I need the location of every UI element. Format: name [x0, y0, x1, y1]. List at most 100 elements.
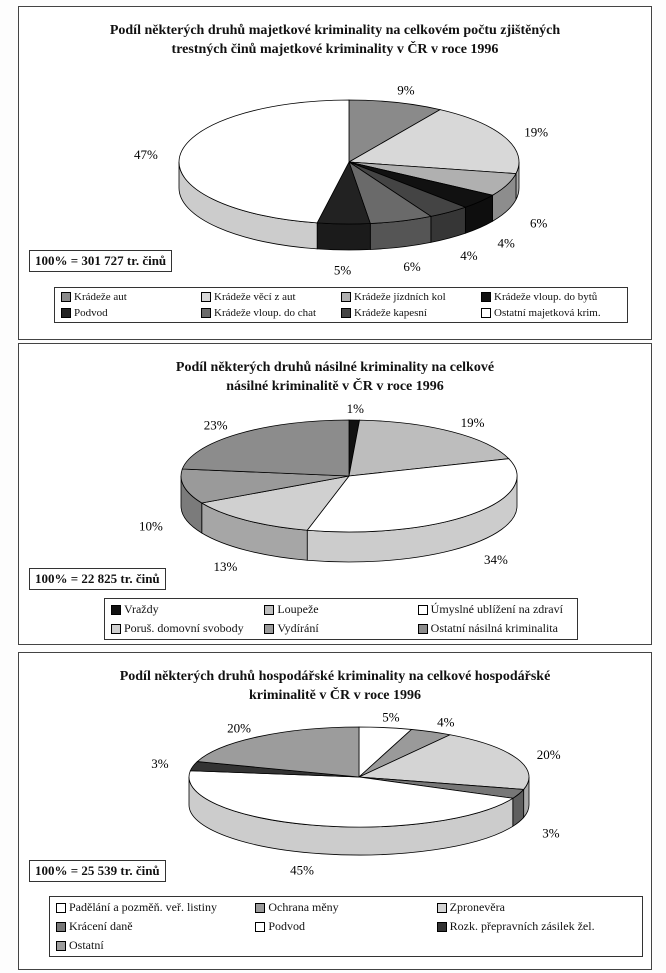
legend-item: Ochrana měny: [255, 900, 436, 915]
chart-title: Podíl některých druhů hospodářské krimin…: [119, 669, 551, 703]
legend-swatch: [56, 940, 66, 951]
legend-item: Ostatní majetková krim.: [481, 307, 621, 319]
data-label: 47%: [134, 147, 158, 162]
data-label: 20%: [537, 747, 561, 762]
pie-chart-property: 9% 19% 6% 4% 4% 6% 5% 47%: [134, 83, 548, 278]
pie-slice: [200, 475, 350, 531]
data-label: 4%: [460, 248, 478, 263]
legend-item: Vydírání: [264, 621, 417, 636]
chart-panel-violent: Podíl některých druhů násilné kriminalit…: [18, 343, 652, 645]
legend-swatch: [436, 902, 447, 913]
pie-slice-side: [316, 222, 371, 251]
legend-item: Ostatní: [56, 938, 255, 953]
pie-slice: [180, 468, 350, 504]
legend-item: Úmyslné ublížení na zdraví: [417, 602, 571, 617]
pie-slice: [347, 109, 520, 175]
legend-label: Zpronevěra: [449, 900, 505, 914]
chart-title: Podíl některých druhů násilné kriminalit…: [175, 360, 495, 394]
data-label: 19%: [524, 124, 548, 139]
legend-swatch: [56, 902, 66, 913]
pie-slice: [181, 419, 350, 477]
legend-label: Krádeže jízdních kol: [354, 291, 446, 303]
data-label: 34%: [484, 552, 508, 567]
legend-swatch: [481, 308, 491, 318]
pie-slice: [188, 770, 514, 828]
legend-label: Vraždy: [124, 602, 159, 616]
legend-item: Padělání a pozměň. veř. listiny: [56, 900, 255, 915]
legend-swatch: [255, 902, 266, 913]
total-label: 100% = 25 539 tr. činů: [29, 860, 166, 882]
chart-panel-property: Podíl některých druhů majetkové kriminal…: [18, 6, 652, 340]
legend-label: Krádeže aut: [74, 291, 127, 303]
data-label: 1%: [347, 401, 365, 416]
legend-item: Poruš. domovní svobody: [111, 621, 264, 636]
data-label: 10%: [139, 519, 163, 534]
legend: Krádeže aut Krádeže věcí z aut Krádeže jíz…: [54, 287, 628, 323]
legend-item: Vraždy: [111, 602, 264, 617]
chart-title: Podíl některých druhů majetkové kriminal…: [109, 23, 561, 57]
pie-slice: [348, 99, 442, 163]
legend-label: Ostatní majetková krim.: [494, 307, 601, 319]
legend-swatch: [111, 623, 121, 634]
legend: Padělání a pozměň. veř. listiny Ochrana m…: [49, 896, 643, 957]
legend-swatch: [417, 623, 428, 634]
legend-item: Krádeže vloup. do bytů: [481, 291, 621, 303]
legend-swatch: [436, 921, 447, 932]
legend-item: Krádeže vloup. do chat: [201, 307, 341, 319]
legend-item: Krádeže kapesní: [341, 307, 481, 319]
legend-swatch: [255, 921, 266, 932]
legend-label: Rozk. přepravních zásilek žel.: [449, 919, 595, 933]
legend-swatch: [56, 921, 66, 932]
legend-swatch: [61, 292, 71, 302]
data-label: 3%: [542, 825, 560, 840]
data-label: 23%: [204, 418, 228, 433]
legend-label: Krádeže věcí z aut: [214, 291, 296, 303]
data-label: 5%: [334, 262, 352, 277]
legend-item: Rozk. přepravních zásilek žel.: [436, 919, 636, 934]
legend-label: Loupeže: [277, 602, 319, 616]
data-label: 3%: [151, 756, 169, 771]
legend-item: Krácení daně: [56, 919, 255, 934]
data-label: 19%: [461, 415, 485, 430]
legend-label: Krádeže vloup. do bytů: [494, 291, 598, 303]
data-label: 9%: [397, 83, 415, 98]
total-label: 100% = 301 727 tr. činů: [29, 250, 173, 272]
legend-swatch: [264, 604, 275, 615]
data-label: 5%: [382, 710, 400, 725]
legend-label: Úmyslné ublížení na zdraví: [430, 602, 563, 616]
data-label: 6%: [403, 259, 421, 274]
legend-item: Ostatní násilná kriminalita: [417, 621, 571, 636]
legend-label: Krádeže kapesní: [354, 307, 427, 319]
legend-swatch: [341, 308, 351, 318]
pie-chart-violent: 1%19%34%13%10%23%: [139, 401, 518, 574]
total-label: 100% = 22 825 tr. činů: [29, 568, 166, 590]
legend-item: Krádeže jízdních kol: [341, 291, 481, 303]
data-label: 4%: [437, 715, 455, 730]
legend-swatch: [61, 308, 71, 318]
legend-item: Krádeže aut: [61, 291, 201, 303]
data-label: 4%: [498, 235, 516, 250]
pie-slice: [348, 419, 510, 477]
legend-swatch: [201, 308, 211, 318]
legend-label: Podvod: [74, 307, 108, 319]
data-label: 6%: [530, 215, 548, 230]
legend-swatch: [111, 604, 121, 615]
legend-swatch: [201, 292, 211, 302]
legend-swatch: [417, 604, 428, 615]
legend-label: Poruš. domovní svobody: [124, 621, 244, 635]
legend-swatch: [481, 292, 491, 302]
pie-slice: [178, 99, 350, 224]
legend-item: Zpronevěra: [436, 900, 636, 915]
legend-item: Krádeže věcí z aut: [201, 291, 341, 303]
legend-label: Krácení daně: [69, 919, 133, 933]
legend-label: Padělání a pozměň. veř. listiny: [69, 900, 217, 914]
pie-slice: [196, 726, 360, 778]
legend-label: Krádeže vloup. do chat: [214, 307, 317, 319]
legend-label: Ostatní: [69, 938, 104, 952]
chart-panel-economic: Podíl některých druhů hospodářské krimin…: [18, 652, 652, 970]
pie-slice: [357, 734, 530, 790]
legend-item: Podvod: [255, 919, 436, 934]
legend-swatch: [264, 623, 275, 634]
legend-item: Podvod: [61, 307, 201, 319]
